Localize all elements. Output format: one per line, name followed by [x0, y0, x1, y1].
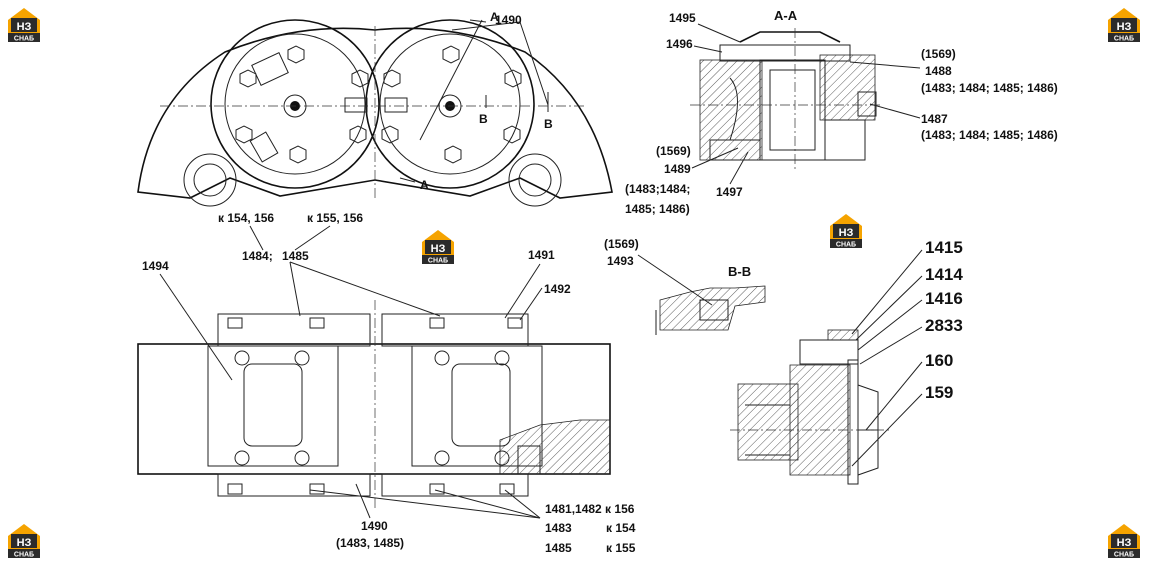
marker-a-bottom: A [420, 178, 429, 192]
label-row3-ref: к 155 [606, 541, 636, 555]
label-1489-sub2: 1485; 1486) [625, 202, 690, 216]
logo-bottom-left: НЗ СНАБ [8, 524, 40, 559]
section-aa-view [690, 28, 880, 170]
logo-line1: НЗ [1117, 537, 1132, 549]
logo-mid-left: НЗ СНАБ [422, 230, 454, 265]
logo-top-right: НЗ СНАБ [1108, 8, 1140, 43]
logo-line1: НЗ [17, 537, 32, 549]
logo-line1: НЗ [1117, 21, 1132, 33]
logo-line2: СНАБ [1114, 552, 1134, 559]
label-k155: к 155, 156 [307, 211, 363, 225]
label-1497: 1497 [716, 185, 743, 199]
marker-b-left: B [479, 112, 488, 126]
logo-bottom-right: НЗ СНАБ [1108, 524, 1140, 559]
label-1487-sub: (1483; 1484; 1485; 1486) [921, 128, 1058, 142]
label-1488: 1488 [925, 64, 952, 78]
label-1494: 1494 [142, 259, 169, 273]
label-1487: 1487 [921, 112, 948, 126]
label-1488-sub: (1483; 1484; 1485; 1486) [921, 81, 1058, 95]
label-1416: 1416 [925, 289, 963, 308]
label-k154: к 154, 156 [218, 211, 274, 225]
label-1492: 1492 [544, 282, 571, 296]
label-1490-bottom: 1490 [361, 519, 388, 533]
logo-line1: НЗ [431, 243, 446, 255]
logo-mid-right: НЗ СНАБ [830, 214, 862, 249]
label-row2-part: 1483 [545, 521, 572, 535]
caliper-side-view [137, 300, 611, 510]
label-159: 159 [925, 383, 953, 402]
label-row1: 1481,1482 к 156 [545, 502, 635, 516]
label-1490-sub: (1483, 1485) [336, 536, 404, 550]
logo-line2: СНАБ [836, 242, 856, 249]
label-1569-aa-bottom: (1569) [656, 144, 691, 158]
label-1485: 1485 [282, 249, 309, 263]
label-1490-top: 1490 [495, 13, 522, 27]
label-2833: 2833 [925, 316, 963, 335]
label-1414: 1414 [925, 265, 963, 284]
label-1489-sub1: (1483;1484; [625, 182, 690, 196]
label-160: 160 [925, 351, 953, 370]
label-1569-bb: (1569) [604, 237, 639, 251]
label-1493: 1493 [607, 254, 634, 268]
logo-line1: НЗ [17, 21, 32, 33]
logo-line2: СНАБ [428, 258, 448, 265]
label-row3-part: 1485 [545, 541, 572, 555]
logo-line1: НЗ [839, 227, 854, 239]
logo-line2: СНАБ [14, 552, 34, 559]
label-1484: 1484; [242, 249, 273, 263]
logo-top-left: НЗ СНАБ [8, 8, 40, 43]
label-1496: 1496 [666, 37, 693, 51]
label-1489: 1489 [664, 162, 691, 176]
label-row2-ref: к 154 [606, 521, 636, 535]
section-aa-title: A-A [774, 8, 798, 23]
label-1415: 1415 [925, 238, 963, 257]
caliper-front-view [137, 19, 613, 207]
logo-line2: СНАБ [1114, 36, 1134, 43]
bolt-assembly-view [730, 329, 890, 485]
label-1569-aa-top: (1569) [921, 47, 956, 61]
label-1491: 1491 [528, 248, 555, 262]
section-bb-title: B-B [728, 264, 751, 279]
marker-b-right: B [544, 117, 553, 131]
logo-line2: СНАБ [14, 36, 34, 43]
label-1495: 1495 [669, 11, 696, 25]
section-bb-view [655, 285, 766, 335]
marker-a-top: A [490, 10, 499, 24]
